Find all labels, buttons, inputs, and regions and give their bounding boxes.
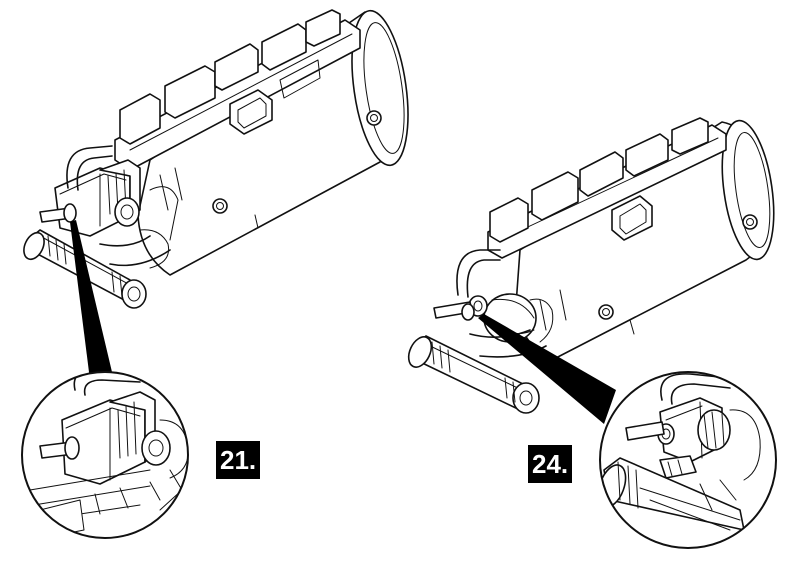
step-label-21: 21. (216, 441, 261, 479)
top-rail-left (114, 19, 361, 171)
coil-connector-left (114, 197, 140, 227)
valve-assembly-right (407, 117, 775, 414)
zoom-detail-right (599, 371, 777, 549)
valve-assembly-left (23, 9, 409, 309)
zoom-pointer-left (70, 220, 112, 380)
pipe-end-right (512, 382, 540, 414)
window-slot-left (229, 89, 273, 135)
step-label-24: 24. (528, 445, 573, 483)
zoom-pointer-right (478, 314, 616, 424)
cylinder-boss-left (366, 110, 382, 126)
zoom-detail-left (21, 371, 189, 539)
pipe-end-left (121, 279, 147, 309)
